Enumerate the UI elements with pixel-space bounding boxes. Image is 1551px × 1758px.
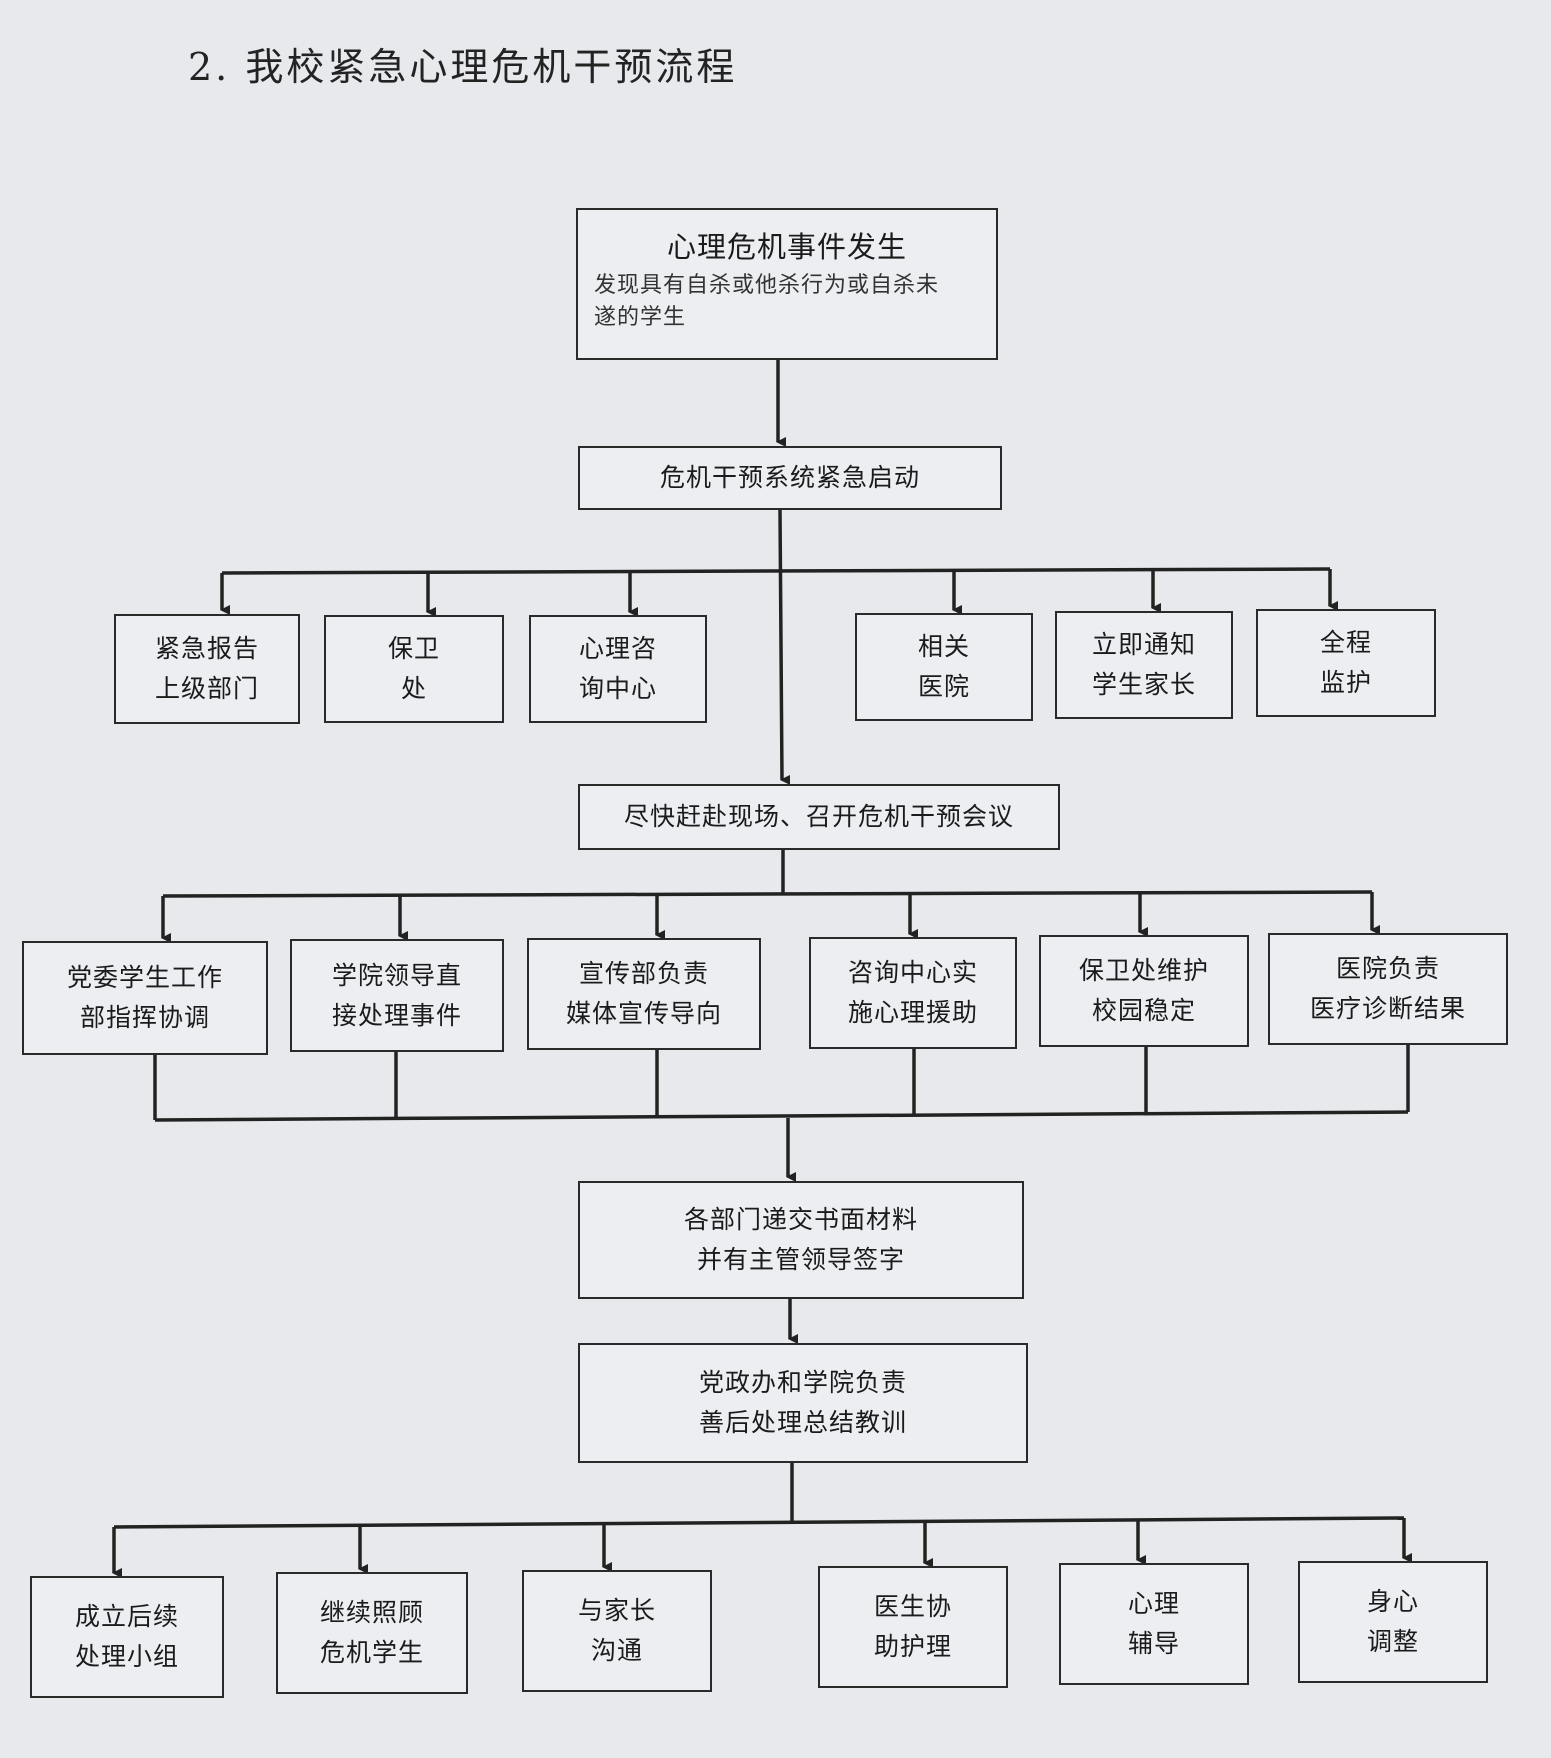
row1-box-hospital: 相关 医院 <box>855 613 1033 721</box>
row1-box-security: 保卫 处 <box>324 615 504 723</box>
row1-box-line1: 立即通知 <box>1091 630 1196 659</box>
row2-box-line2: 部指挥协调 <box>79 1003 210 1032</box>
row1-box-line1: 心理咨 <box>578 634 657 663</box>
row3-box-line1: 与家长 <box>577 1596 656 1625</box>
row3-box-followup-team: 成立后续 处理小组 <box>30 1576 224 1698</box>
aftermath-box: 党政办和学院负责 善后处理总结教训 <box>578 1343 1028 1463</box>
row3-box-mind-body: 身心 调整 <box>1298 1561 1488 1683</box>
row2-box-line1: 咨询中心实 <box>847 958 978 987</box>
row1-box-line2: 上级部门 <box>154 674 259 703</box>
materials-line2: 并有主管领导签字 <box>696 1245 905 1274</box>
row3-box-line2: 处理小组 <box>74 1642 179 1671</box>
row2-box-line1: 保卫处维护 <box>1078 956 1209 985</box>
start-box-heading: 心理危机事件发生 <box>666 230 907 264</box>
row2-box-line1: 学院领导直 <box>331 960 462 990</box>
row2-box-security-stability: 保卫处维护 校园稳定 <box>1039 935 1249 1047</box>
row3-box-psych-counseling: 心理 辅导 <box>1059 1563 1249 1685</box>
row1-box-notify-parents: 立即通知 学生家长 <box>1055 611 1233 719</box>
start-box-desc-line2: 遂的学生 <box>594 305 687 331</box>
row2-box-college-leader: 学院领导直 接处理事件 <box>290 939 504 1052</box>
row1-box-report-superior: 紧急报告 上级部门 <box>114 614 300 724</box>
materials-box: 各部门递交书面材料 并有主管领导签字 <box>578 1181 1024 1299</box>
row1-box-line2: 医院 <box>917 672 970 701</box>
row1-box-line2: 处 <box>400 674 427 703</box>
row3-box-line1: 医生协 <box>873 1592 952 1621</box>
page-title: 2. 我校紧急心理危机干预流程 <box>188 45 738 89</box>
start-box-desc-line1: 发现具有自杀或他杀行为或自杀未 <box>594 273 940 299</box>
aftermath-line2: 善后处理总结教训 <box>698 1408 907 1437</box>
row2-box-party-committee: 党委学生工作 部指挥协调 <box>22 941 268 1055</box>
row1-box-line1: 全程 <box>1319 628 1372 657</box>
row2-box-counseling-aid: 咨询中心实 施心理援助 <box>809 937 1017 1049</box>
meeting-label: 尽快赶赴现场、召开危机干预会议 <box>623 802 1014 831</box>
row2-box-line2: 接处理事件 <box>331 1000 462 1030</box>
row1-box-line1: 相关 <box>917 632 970 661</box>
row1-box-line2: 学生家长 <box>1091 670 1196 699</box>
row1-box-line1: 紧急报告 <box>154 634 259 663</box>
row2-box-line2: 施心理援助 <box>847 998 978 1027</box>
row3-box-line2: 辅导 <box>1127 1629 1180 1658</box>
row3-box-parent-communication: 与家长 沟通 <box>522 1570 712 1692</box>
row3-box-line1: 心理 <box>1127 1589 1180 1618</box>
meeting-box: 尽快赶赴现场、召开危机干预会议 <box>578 784 1060 850</box>
row2-box-line2: 校园稳定 <box>1091 996 1196 1025</box>
materials-line1: 各部门递交书面材料 <box>683 1205 918 1234</box>
row3-box-line2: 调整 <box>1366 1627 1419 1656</box>
row2-box-line2: 媒体宣传导向 <box>565 999 722 1028</box>
row3-box-line1: 身心 <box>1366 1587 1419 1616</box>
row1-box-monitoring: 全程 监护 <box>1256 609 1436 717</box>
row1-box-line2: 询中心 <box>578 674 657 703</box>
row3-box-line2: 沟通 <box>590 1636 643 1665</box>
row3-box-line2: 助护理 <box>873 1632 952 1661</box>
row3-box-line1: 继续照顾 <box>319 1598 424 1627</box>
row1-box-counseling: 心理咨 询中心 <box>529 615 707 723</box>
row2-box-publicity: 宣传部负责 媒体宣传导向 <box>527 938 761 1050</box>
row2-box-line1: 医院负责 <box>1335 954 1440 983</box>
aftermath-line1: 党政办和学院负责 <box>698 1368 907 1397</box>
row3-box-line2: 危机学生 <box>319 1638 424 1667</box>
row2-box-line2: 医疗诊断结果 <box>1309 994 1466 1023</box>
row1-box-line2: 监护 <box>1319 668 1372 697</box>
row1-box-line1: 保卫 <box>387 634 440 663</box>
row3-box-continue-care: 继续照顾 危机学生 <box>276 1572 468 1694</box>
row3-box-line1: 成立后续 <box>74 1602 179 1631</box>
row2-box-hospital-diagnosis: 医院负责 医疗诊断结果 <box>1268 933 1508 1045</box>
row2-box-line1: 党委学生工作 <box>66 963 223 992</box>
launch-box-system-start: 危机干预系统紧急启动 <box>578 446 1002 510</box>
row2-box-line1: 宣传部负责 <box>578 959 709 988</box>
start-box-crisis-event: 心理危机事件发生 发现具有自杀或他杀行为或自杀未 遂的学生 <box>576 208 998 360</box>
row3-box-medical-care: 医生协 助护理 <box>818 1566 1008 1688</box>
launch-label: 危机干预系统紧急启动 <box>659 463 920 492</box>
